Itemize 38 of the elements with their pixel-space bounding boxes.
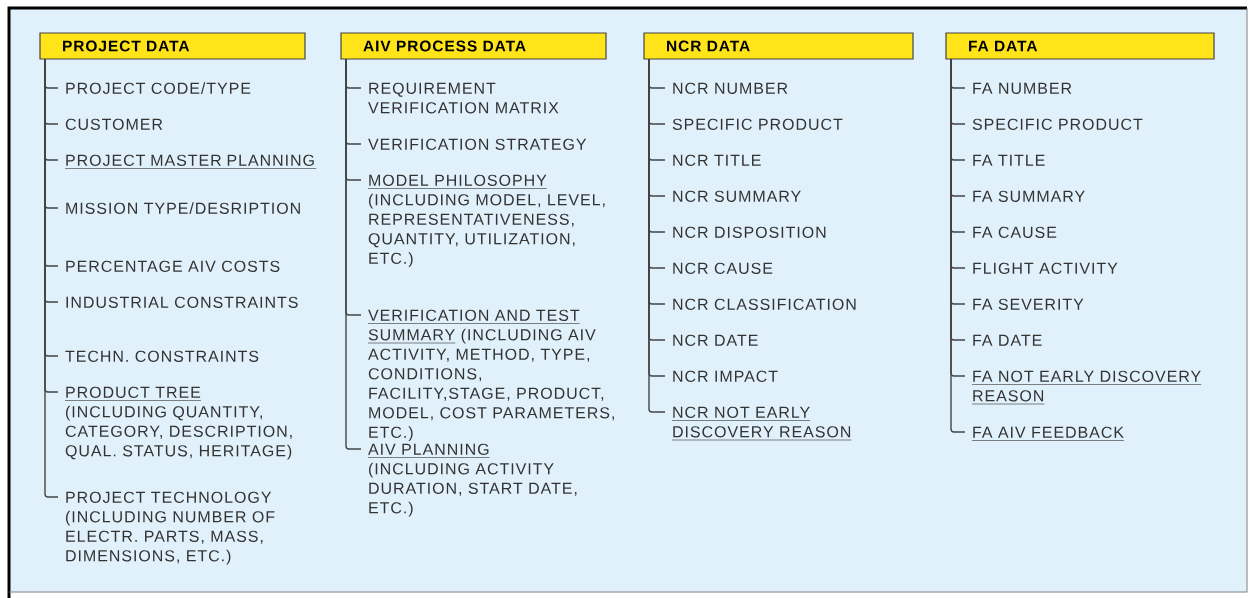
item-text: INDUSTRIAL CONSTRAINTS xyxy=(66,296,298,308)
item-text: REQUIREMENT VERIFICATION MATRIX xyxy=(368,82,559,114)
item-text: NCR SUMMARY xyxy=(673,190,801,202)
item-text: PERCENTAGE AIV COSTS xyxy=(66,260,280,272)
item-text: PROJECT CODE/TYPE xyxy=(66,82,251,94)
item-text: NCR DATE xyxy=(673,334,758,346)
item-text: NCR CAUSE xyxy=(673,262,773,274)
item-text: SPECIFIC PRODUCT xyxy=(672,118,843,130)
category-header-box: FA DATA xyxy=(945,32,1215,60)
item-text: FA DATE xyxy=(973,334,1042,346)
item-text: NCR NOT EARLY DISCOVERY REASON xyxy=(671,406,852,441)
category-header-box: NCR DATA xyxy=(643,32,914,60)
item-text: NCR NUMBER xyxy=(673,82,788,94)
item-text: VERIFICATION AND TEST SUMMARY (INCLUDING AIV ACTIVITY, METHOD, TYPE, CONDITIONS, FACILITY,STAGE, PRODUCT, MODEL, COST PARAMETERS, ETC.) xyxy=(367,309,614,442)
item-text: AIV PLANNING (INCLUDING ACTIVITY DURATION, START DATE, ETC.) xyxy=(367,443,577,517)
item-text: NCR CLASSIFICATION xyxy=(673,298,856,310)
item-text: FA AIV FEEDBACK xyxy=(971,426,1125,441)
item-text: NCR DISPOSITION xyxy=(673,226,826,238)
item-text: PROJECT MASTER PLANNING xyxy=(64,154,317,169)
item-text: NCR TITLE xyxy=(673,154,761,166)
item-text: CUSTOMER xyxy=(65,118,163,130)
item-text: TECHN. CONSTRAINTS xyxy=(65,350,259,362)
category-header-box: PROJECT DATA xyxy=(39,32,306,60)
item-text: PROJECT TECHNOLOGY (INCLUDING NUMBER OF ELECTR. PARTS, MASS, DIMENSIONS, ETC.) xyxy=(66,491,275,565)
item-text: MISSION TYPE/DESRIPTION xyxy=(66,202,300,214)
item-text: FA NUMBER xyxy=(973,82,1072,94)
item-text: FA TITLE xyxy=(973,154,1045,166)
category-header-box: AIV PROCESS DATA xyxy=(340,32,607,60)
item-text: FA SUMMARY xyxy=(973,190,1085,202)
item-text: FA NOT EARLY DISCOVERY REASON xyxy=(971,370,1202,405)
item-text: MODEL PHILOSOPHY (INCLUDING MODEL, LEVEL, REPRESENTATIVENESS, QUANTITY, UTILIZATION, ETC.) xyxy=(367,174,605,268)
item-text: PRODUCT TREE (INCLUDING QUANTITY, CATEGORY, DESCRIPTION, QUAL. STATUS, HERITAGE) xyxy=(64,386,292,460)
item-text: VERIFICATION STRATEGY xyxy=(368,138,587,150)
item-text: FA SEVERITY xyxy=(973,298,1084,310)
item-text: FA CAUSE xyxy=(973,226,1057,238)
item-text: FLIGHT ACTIVITY xyxy=(973,262,1118,274)
item-text: NCR IMPACT xyxy=(673,370,778,382)
item-text: SPECIFIC PRODUCT xyxy=(972,118,1143,130)
